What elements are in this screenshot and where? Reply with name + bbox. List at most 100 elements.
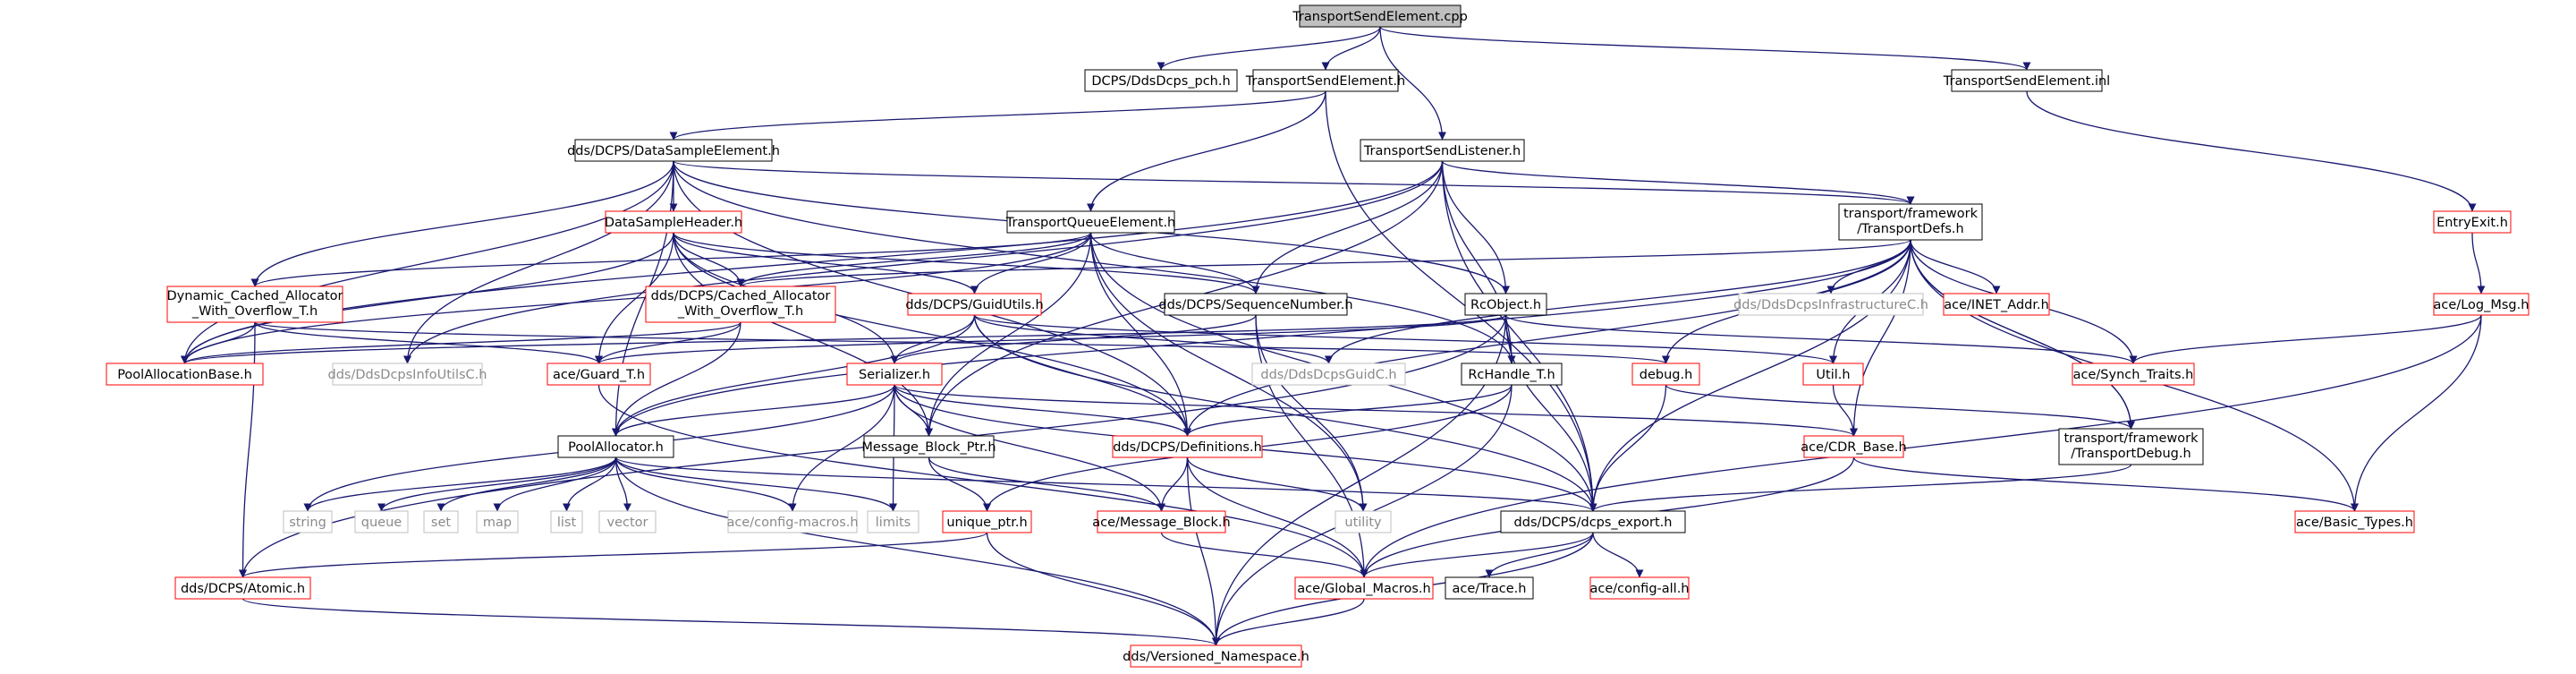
node-tdefs[interactable]: transport/framework/TransportDefs.h [1838, 203, 1983, 241]
node-label-basic: ace/Basic_Types.h [2296, 516, 2413, 530]
node-label-guidc: dds/DdsDcpsGuidC.h [1260, 368, 1396, 382]
include-edge-globalmac-to-versioned [1212, 598, 1365, 646]
node-atomic[interactable]: dds/DCPS/Atomic.h [174, 576, 311, 600]
header-nodes: TransportSendElement.cppDCPS/DdsDcps_pch… [106, 4, 2529, 668]
node-box-entry [2433, 210, 2512, 234]
node-inet[interactable]: ace/INET_Addr.h [1943, 293, 2050, 316]
node-box-infra [1738, 293, 1924, 316]
node-util[interactable]: Util.h [1802, 363, 1864, 386]
node-label-cfgmacros: ace/config-macros.h [726, 516, 858, 530]
include-edge-tdefs-to-cao [736, 239, 1911, 287]
include-edge-defs-to-utility [1186, 456, 1368, 512]
include-edge-poolalloc-to-list [563, 456, 617, 512]
include-edge-dse-to-tdefs [673, 160, 1915, 205]
node-tsl[interactable]: TransportSendListener.h [1360, 139, 1525, 162]
node-debug[interactable]: debug.h [1631, 363, 1700, 386]
node-defs[interactable]: dds/DCPS/Definitions.h [1112, 435, 1263, 458]
node-guard[interactable]: ace/Guard_T.h [547, 363, 651, 386]
node-box-globalmac [1294, 576, 1434, 600]
node-globalmac[interactable]: ace/Global_Macros.h [1294, 576, 1434, 600]
node-label-tdebug-line2: /TransportDebug.h [2071, 447, 2190, 461]
node-label-dcao-line1: Dynamic_Cached_Allocator [167, 289, 343, 303]
node-label-defs: dds/DCPS/Definitions.h [1113, 440, 1262, 455]
node-cpp[interactable]: TransportSendElement.cpp [1292, 4, 1468, 28]
node-trace[interactable]: ace/Trace.h [1445, 576, 1534, 600]
include-edge-atomic-to-versioned [242, 598, 1220, 646]
include-edge-cpp-to-tse_h [1321, 26, 1381, 71]
node-dse[interactable]: dds/DCPS/DataSampleElement.h [567, 139, 780, 162]
node-label-tse_h: TransportSendElement.h [1245, 74, 1405, 89]
node-guidc: dds/DdsDcpsGuidC.h [1251, 363, 1406, 386]
node-label-string: string [289, 516, 326, 530]
node-cfgall[interactable]: ace/config-all.h [1589, 576, 1690, 600]
node-seqnum[interactable]: dds/DCPS/SequenceNumber.h [1158, 293, 1353, 316]
include-edge-poolalloc-to-map [493, 456, 617, 512]
node-label-dse: dds/DCPS/DataSampleElement.h [567, 144, 780, 158]
node-label-limits: limits [876, 516, 911, 530]
include-edge-serializer-to-cfgmacros [788, 384, 895, 512]
include-edge-dsh-to-mbp [673, 232, 933, 437]
node-box-serializer [846, 363, 943, 386]
node-label-cao-line2: _With_Overflow_T.h [677, 304, 803, 319]
node-label-set: set [431, 516, 451, 530]
node-synch[interactable]: ace/Synch_Traits.h [2072, 363, 2195, 386]
node-pch[interactable]: DCPS/DdsDcps_pch.h [1084, 69, 1238, 92]
include-edge-cpp-to-tse_inl [1379, 26, 2031, 71]
node-poolalloc[interactable]: PoolAllocator.h [557, 435, 674, 458]
node-pab[interactable]: PoolAllocationBase.h [106, 363, 264, 386]
include-edge-poolalloc-to-vector [614, 456, 631, 512]
node-tse_h[interactable]: TransportSendElement.h [1245, 69, 1405, 92]
node-export[interactable]: dds/DCPS/dcps_export.h [1500, 510, 1686, 533]
node-guid[interactable]: dds/DCPS/GuidUtils.h [905, 293, 1044, 316]
node-box-guard [547, 363, 651, 386]
node-tdebug[interactable]: transport/framework/TransportDebug.h [2058, 428, 2204, 465]
include-edge-rcobj-to-pab [181, 314, 1507, 364]
include-edge-poolalloc-to-versioned [614, 456, 1220, 646]
include-edge-tqe-to-guid [970, 232, 1092, 294]
include-edge-logmsg-to-synch [2129, 314, 2482, 364]
node-box-set [423, 510, 459, 533]
include-edge-tdefs-to-export [1589, 239, 1911, 512]
node-label-versioned: dds/Versioned_Namespace.h [1123, 650, 1309, 664]
node-box-tse_h [1252, 69, 1399, 92]
node-cdr[interactable]: ace/CDR_Base.h [1801, 435, 1907, 458]
node-basic[interactable]: ace/Basic_Types.h [2294, 510, 2415, 533]
include-edge-logmsg-to-globalmac [1360, 314, 2482, 578]
node-tqe[interactable]: TransportQueueElement.h [1005, 210, 1176, 234]
node-entry[interactable]: EntryExit.h [2433, 210, 2512, 234]
include-edge-dcao-to-guard [254, 321, 603, 364]
node-tse_inl[interactable]: TransportSendElement.inl [1943, 69, 2110, 92]
node-label-synch: ace/Synch_Traits.h [2073, 368, 2194, 382]
include-edge-dcao-to-atomic [239, 321, 256, 578]
node-logmsg[interactable]: ace/Log_Msg.h [2433, 293, 2529, 316]
node-mbp[interactable]: Message_Block_Ptr.h [861, 435, 996, 458]
include-edge-tse_h-to-tqe [1087, 90, 1326, 212]
include-edge-tdefs-to-defs [1183, 239, 1911, 437]
node-rcobj[interactable]: RcObject.h [1464, 293, 1547, 316]
node-label-list: list [557, 516, 577, 530]
node-label-logmsg: ace/Log_Msg.h [2434, 298, 2529, 312]
node-versioned[interactable]: dds/Versioned_Namespace.h [1123, 644, 1309, 668]
include-edge-dsh-to-seqnum [673, 232, 1260, 294]
node-uniqptr[interactable]: unique_ptr.h [942, 510, 1032, 533]
node-box-pab [106, 363, 264, 386]
node-label-vector: vector [607, 516, 648, 530]
node-msgblock[interactable]: ace/Message_Block.h [1092, 510, 1231, 533]
node-label-dcao-line2: _With_Overflow_T.h [191, 304, 318, 319]
node-box-export [1500, 510, 1686, 533]
include-edge-tdefs-to-inet [1910, 239, 2001, 294]
include-edge-poolalloc-to-queue [377, 456, 617, 512]
include-edge-cao-to-pab [181, 321, 741, 364]
node-label-queue: queue [361, 516, 402, 530]
node-serializer[interactable]: Serializer.h [846, 363, 943, 386]
include-edge-dse-to-poolalloc [612, 160, 674, 437]
node-cao[interactable]: dds/DCPS/Cached_Allocator_With_Overflow_… [645, 286, 836, 323]
node-dcao[interactable]: Dynamic_Cached_Allocator_With_Overflow_T… [166, 286, 343, 323]
node-queue: queue [354, 510, 409, 533]
include-edge-tqe-to-seqnum [1089, 232, 1260, 294]
node-rchandle[interactable]: RcHandle_T.h [1461, 363, 1563, 386]
node-label-guid: dds/DCPS/GuidUtils.h [905, 298, 1043, 312]
node-label-tsl: TransportSendListener.h [1363, 144, 1521, 158]
node-box-vector [598, 510, 657, 533]
node-dsh[interactable]: DataSampleHeader.h [605, 210, 742, 234]
